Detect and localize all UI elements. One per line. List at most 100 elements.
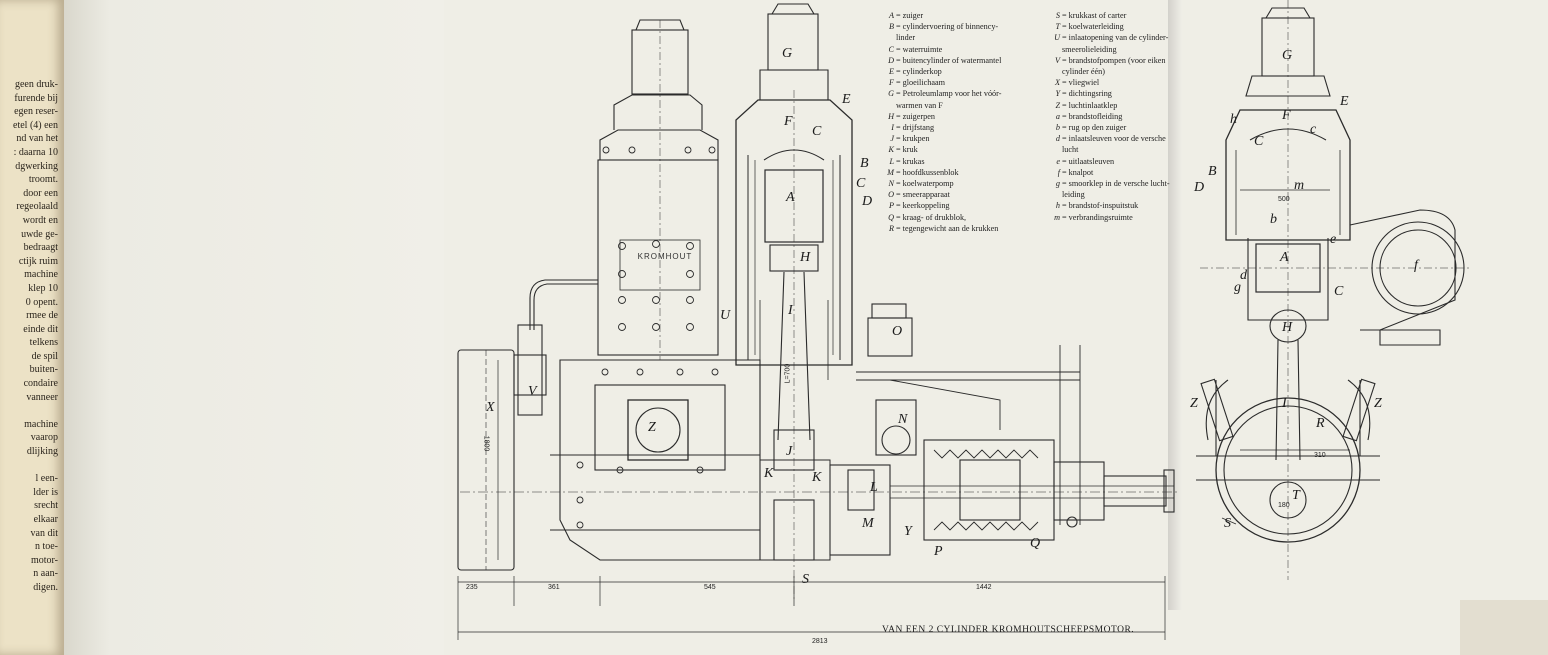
blank-page-area <box>64 0 444 655</box>
legend-entry: Nkoelwaterpomp <box>872 178 1048 189</box>
cylinder-cross-section <box>1225 109 1351 241</box>
left-page-line: troomt. <box>28 174 58 186</box>
lamp-housing-right <box>767 13 819 71</box>
dim-l700: L=700 <box>784 363 792 384</box>
legend-key: J <box>890 134 894 144</box>
page-edge <box>1460 600 1548 655</box>
technical-plate <box>444 0 1548 655</box>
legend-entry: Fgloeilichaam <box>872 77 1048 88</box>
legend-key: S <box>1055 11 1060 20</box>
xlabel-Z: Z <box>1190 396 1198 411</box>
dim-180: 180 <box>1278 502 1290 509</box>
legend-text: tegengewicht aan de krukken <box>896 223 1048 234</box>
legend-text: keerkoppeling <box>896 200 1048 211</box>
legend-key: C <box>888 44 894 54</box>
left-page-line: n aan- <box>33 568 58 580</box>
legend-right: Skrukkast of carterTkoelwaterleidingUinl… <box>1038 10 1178 223</box>
legend-text: uitlaatsleuven <box>1062 156 1178 167</box>
xlabel-G: G <box>1282 48 1293 63</box>
legend-text: brandstof-inspuitstuk <box>1062 200 1178 211</box>
legend-key <box>1038 144 1062 155</box>
left-page-line: klep 10 <box>28 282 58 294</box>
label-Q: Q <box>1030 536 1041 551</box>
legend-key: d <box>1055 134 1060 144</box>
legend-entry: Mhoofdkussenblok <box>872 167 1048 178</box>
legend-entry: cylinder één) <box>1038 66 1178 77</box>
left-page-line: dgwerking <box>15 160 58 172</box>
legend-text: cylinder één) <box>1062 67 1105 77</box>
legend-text: warmen van F <box>896 100 943 110</box>
legend-text: brandstofleiding <box>1062 111 1178 122</box>
label-S: S <box>802 572 809 587</box>
legend-entry: Uinlaatopening van de cylinder- <box>1038 32 1178 43</box>
legend-key: m <box>1054 212 1060 222</box>
legend-entry: Idrijfstang <box>872 122 1048 133</box>
legend-key: I <box>891 123 894 133</box>
legend-text: zuigerpen <box>896 111 1048 122</box>
left-page-line: egen reser- <box>14 106 58 118</box>
left-page-line: uwde ge- <box>21 228 58 240</box>
xlabel-F: F <box>1282 108 1291 123</box>
left-page-line: vaarop <box>30 432 58 444</box>
left-page-line: regeolaald <box>16 201 58 213</box>
left-page-line: telkens <box>29 337 58 349</box>
legend-entry: GPetroleumlamp voor het vóór- <box>872 88 1048 99</box>
legend-entry: gsmoorklep in de versche lucht- <box>1038 178 1178 189</box>
legend-entry: Vbrandstofpompen (voor eiken <box>1038 55 1178 66</box>
legend-key: F <box>888 78 894 88</box>
xlabel-d: d <box>1240 268 1247 283</box>
legend-text: waterruimte <box>896 44 1048 55</box>
legend-text: zuiger <box>896 10 1048 21</box>
label-X: X <box>486 400 495 415</box>
legend-entry: euitlaatsleuven <box>1038 156 1178 167</box>
label-H: H <box>800 250 811 265</box>
legend-key: O <box>888 190 894 200</box>
dim-2813: 2813 <box>812 638 828 645</box>
left-page-line: buiten- <box>29 364 58 376</box>
legend-key: X <box>1054 78 1060 88</box>
left-page-line: furende bij <box>14 92 58 104</box>
legend-entry: Zluchtinlaatklep <box>1038 100 1178 111</box>
label-G: G <box>782 46 793 61</box>
left-page-line: srecht <box>34 500 58 512</box>
legend-key: H <box>888 111 894 121</box>
legend-key: Y <box>1055 89 1060 99</box>
legend-key: D <box>888 55 894 65</box>
legend-key: U <box>1054 33 1060 43</box>
legend-text: brandstofpompen (voor eiken <box>1062 55 1178 66</box>
legend-key: N <box>888 179 894 189</box>
label-P: P <box>934 544 943 559</box>
legend-text: inlaatsleuven voor de versche <box>1062 133 1178 144</box>
xlabel-H: H <box>1282 320 1293 335</box>
left-page-line: l een- <box>35 473 59 485</box>
legend-entry: Dbuitencylinder of watermantel <box>872 55 1048 66</box>
legend-key <box>1038 66 1062 77</box>
side-elevation <box>457 3 1350 640</box>
left-page-line: van dit <box>30 527 59 539</box>
left-page-line: bedraagt <box>23 242 58 254</box>
left-page-line: rmee de <box>26 310 58 322</box>
legend-entry: Qkraag- of drukblok, <box>872 212 1048 223</box>
legend-entry: Pkeerkoppeling <box>872 200 1048 211</box>
xlabel-R: R <box>1316 416 1325 431</box>
left-page-line: condaire <box>23 378 58 390</box>
legend-entry: Osmeerapparaat <box>872 189 1048 200</box>
legend-entry: leiding <box>1038 189 1178 200</box>
xlabel-C: C <box>1254 134 1264 149</box>
legend-entry: Ecylinderkop <box>872 66 1048 77</box>
dim-1442: 1442 <box>976 584 992 591</box>
legend-text: linder <box>896 33 916 43</box>
legend-text: cylindervoering of binnency- <box>896 21 1048 32</box>
left-page-line: machine <box>24 269 58 281</box>
legend-key: B <box>888 22 894 32</box>
legend-text: drijfstang <box>896 122 1048 133</box>
label-V: V <box>528 384 537 399</box>
legend-entry: Azuiger <box>872 10 1048 21</box>
legend-key: f <box>1057 167 1060 177</box>
legend-key: M <box>887 167 894 177</box>
dim-310: 310 <box>1314 452 1326 459</box>
xlabel-f: f <box>1414 258 1418 273</box>
legend-text: verbrandingsruimte <box>1062 212 1178 223</box>
label-O: O <box>892 324 903 339</box>
